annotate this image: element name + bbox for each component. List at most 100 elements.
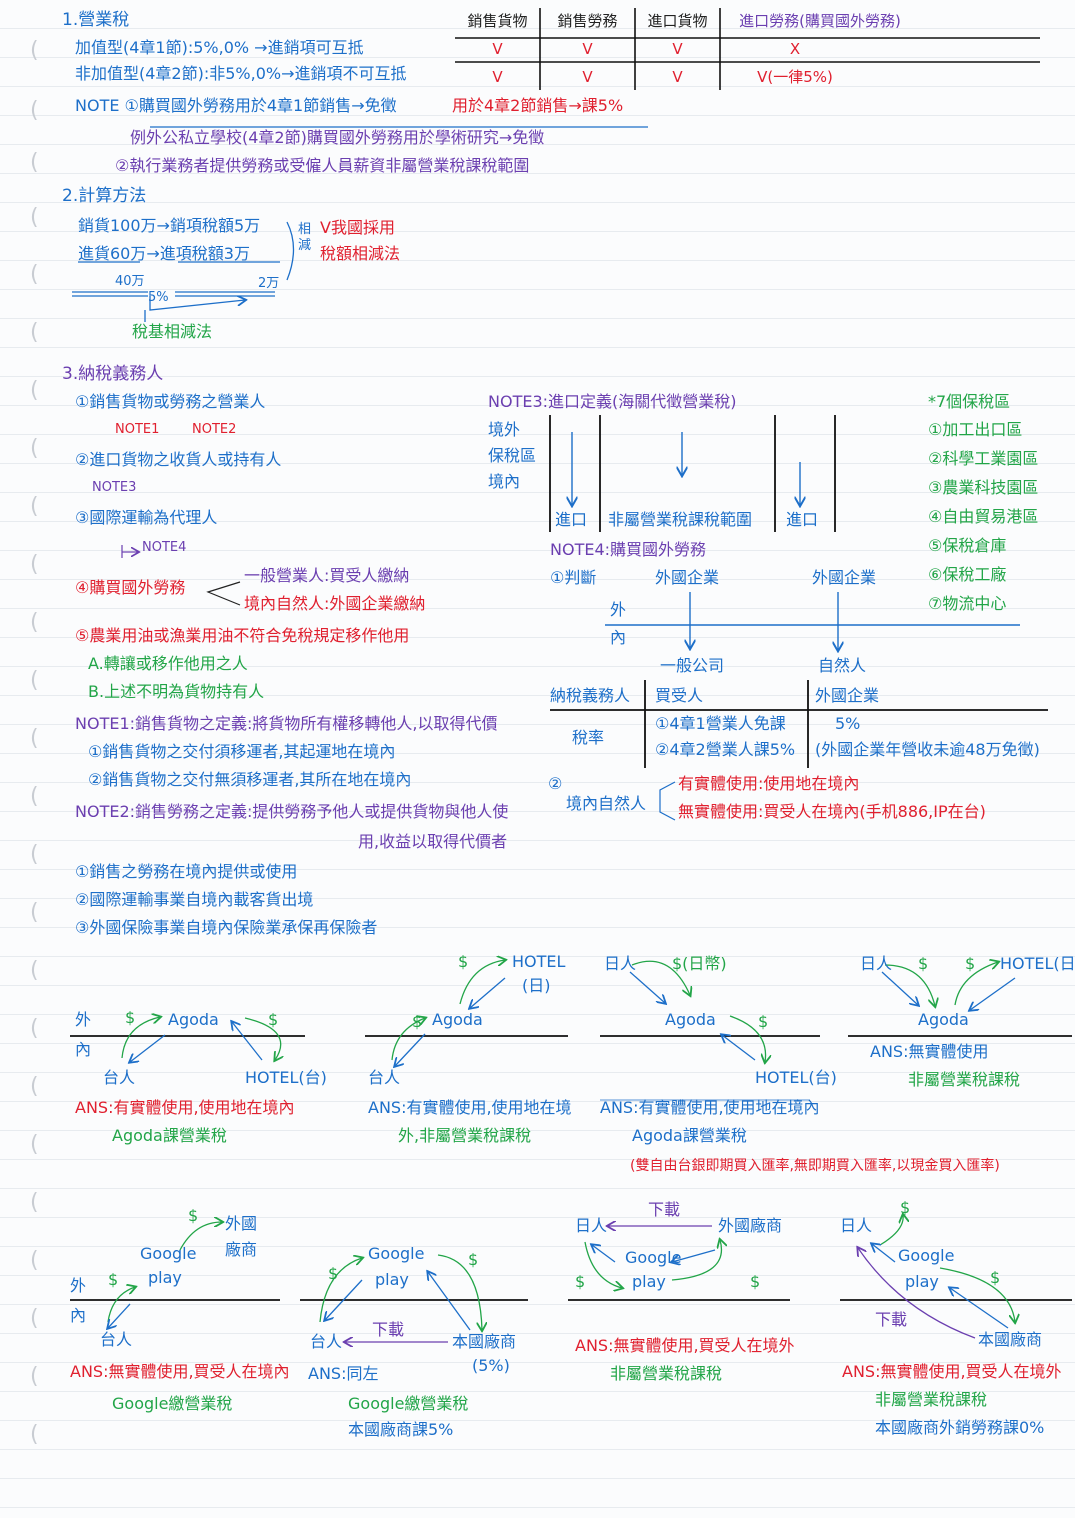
japan-person-node: 日人 xyxy=(840,1216,873,1235)
answer: ANS:無實體使用,買受人在境外 xyxy=(842,1362,1062,1381)
note1-line-b: 用於4章2節銷售→課5% xyxy=(452,96,624,115)
note4-rate-label: 稅率 xyxy=(572,728,605,747)
note4-rate-2a: 5% xyxy=(835,714,861,733)
note4-foreign-1: 外國企業 xyxy=(655,568,720,587)
binder-hole: ( xyxy=(30,842,39,867)
google-play-node: Google xyxy=(625,1248,682,1267)
taxpayer-item-3: ③國際運輸為代理人 xyxy=(75,508,218,527)
note4-foreign-2: 外國企業 xyxy=(812,568,877,587)
dollar-label: $ xyxy=(758,1012,769,1031)
agoda-node: Agoda xyxy=(432,1010,483,1029)
dollar-label: $ xyxy=(412,1012,423,1031)
dollar-label: $ xyxy=(108,1270,119,1289)
note1-line-a: NOTE ①購買國外勞務用於4章1節銷售→免徵 xyxy=(75,96,397,115)
dollar-label: $ xyxy=(965,954,976,973)
sales-line: 銷貨100万→銷項稅額5万 xyxy=(78,216,261,235)
hotel-country: (日) xyxy=(522,976,551,995)
binder-hole: ( xyxy=(30,38,39,63)
answer: ANS:有實體使用,使用地在境內 xyxy=(75,1098,295,1117)
note4-title: NOTE4:購買國外勞務 xyxy=(550,540,707,559)
note2-definition: NOTE2:銷售勞務之定義:提供勞務予他人或提供貨物與他人使 xyxy=(75,802,509,821)
agoda-node: Agoda xyxy=(918,1010,969,1029)
dollar-label: $ xyxy=(575,1272,586,1291)
download-label: 下載 xyxy=(648,1200,681,1219)
dollar-label: $ xyxy=(328,1264,339,1283)
tax-diff: 2万 xyxy=(258,276,280,291)
bonded-title: *7個保稅區 xyxy=(928,392,1011,411)
answer-detail: Google繳營業稅 xyxy=(112,1394,233,1413)
dollar-label: $ xyxy=(458,952,469,971)
taxpayer-item-5: ⑤農業用油或漁業用油不符合免稅規定移作他用 xyxy=(75,626,410,645)
taxpayer-item-4: ④購買國外勞務 xyxy=(75,578,186,597)
note4-inside: 內 xyxy=(610,628,627,647)
item5-a: A.轉讓或移作他用之人 xyxy=(88,654,248,673)
note1-ref: NOTE1 xyxy=(115,422,160,437)
subtract-bracket-label: 相減 xyxy=(298,222,312,253)
japan-person-node: 日人 xyxy=(860,954,893,973)
download-label: 下載 xyxy=(372,1320,405,1339)
japan-person-node: 日人 xyxy=(604,954,637,973)
bonded-item: ①加工出口區 xyxy=(928,420,1023,439)
google-play-node: Google xyxy=(140,1244,197,1263)
vat-line: 加值型(4章1節):5%,0% →進銷項可互抵 xyxy=(75,38,364,57)
note4-judge: ①判斷 xyxy=(550,568,597,587)
binder-hole: ( xyxy=(30,1248,39,1273)
note2-definition-cont: 用,收益以取得代價者 xyxy=(358,832,508,851)
binder-hole: ( xyxy=(30,436,39,461)
note3-out-of-scope: 非屬營業稅課稅範圍 xyxy=(608,510,753,529)
local-vendor-node: 本國廠商 xyxy=(978,1330,1043,1349)
dollar-label: $ xyxy=(268,1010,279,1029)
inside-label: 內 xyxy=(70,1306,87,1325)
inside-label: 內 xyxy=(75,1040,92,1059)
note3-outside: 境外 xyxy=(488,420,521,439)
note3-ref: NOTE3 xyxy=(92,480,137,495)
taxpayer-item-1: ①銷售貨物或勞務之營業人 xyxy=(75,392,266,411)
answer-note: (雙自由台銀即期買入匯率,無即期買入匯率,以現金買入匯率) xyxy=(630,1158,1000,1174)
table-header: 進口貨物 xyxy=(647,12,708,30)
hotel-node: HOTEL(日) xyxy=(1000,954,1075,973)
answer-detail: 非屬營業稅課稅 xyxy=(875,1390,988,1409)
rate: 5% xyxy=(148,290,169,305)
binder-hole: ( xyxy=(30,494,39,519)
bonded-item: ⑥保稅工廠 xyxy=(928,565,1007,584)
table-cell: V xyxy=(582,68,593,86)
note3-bonded-zone: 保稅區 xyxy=(488,446,537,465)
item5-b: B.上述不明為貨物持有人 xyxy=(88,682,265,701)
download-label: 下載 xyxy=(875,1310,908,1329)
google-play-node: Google xyxy=(368,1244,425,1263)
local-vendor-rate: (5%) xyxy=(472,1356,510,1375)
dollar-label: $ xyxy=(468,1250,479,1269)
binder-hole: ( xyxy=(30,320,39,345)
note4-physical-use: 有實體使用:使用地在境內 xyxy=(678,774,860,793)
binder-hole: ( xyxy=(30,784,39,809)
note4-nonphysical-use: 無實體使用:買受人在境內(手机886,IP在台) xyxy=(678,802,986,821)
note4-general-company: 一般公司 xyxy=(660,656,725,675)
taiwan-person-node: 台人 xyxy=(103,1068,136,1087)
section3-title: 3.納稅義務人 xyxy=(62,364,164,384)
local-vendor-node: 本國廠商 xyxy=(452,1332,517,1351)
note2-ref: NOTE2 xyxy=(192,422,237,437)
note4-natural-person: 自然人 xyxy=(818,656,867,675)
binder-hole: ( xyxy=(30,900,39,925)
note4-outside: 外 xyxy=(610,600,627,619)
bonded-item: ②科學工業園區 xyxy=(928,449,1039,468)
table-cell: V xyxy=(582,40,593,58)
outside-label: 外 xyxy=(70,1276,87,1295)
note4-payer-buyer: 買受人 xyxy=(655,686,704,705)
binder-hole: ( xyxy=(30,1132,39,1157)
bonded-item: ⑤保稅倉庫 xyxy=(928,536,1007,555)
agoda-node: Agoda xyxy=(665,1010,716,1029)
section1-title: 1.營業稅 xyxy=(62,10,130,30)
binder-hole: ( xyxy=(30,205,39,230)
bonded-item: ⑦物流中心 xyxy=(928,594,1007,613)
google-play-node-line2: play xyxy=(148,1268,182,1287)
note4-payer-label: 納稅義務人 xyxy=(550,686,631,705)
answer-detail: Google繳營業稅 xyxy=(348,1394,469,1413)
note3-inside: 境內 xyxy=(488,472,521,491)
answer-detail: 外,非屬營業稅課稅 xyxy=(398,1126,532,1145)
binder-hole: ( xyxy=(30,552,39,577)
table-cell: V xyxy=(492,40,503,58)
bonded-item: ③農業科技園區 xyxy=(928,478,1039,497)
answer-note: 本國廠商課5% xyxy=(348,1420,454,1439)
